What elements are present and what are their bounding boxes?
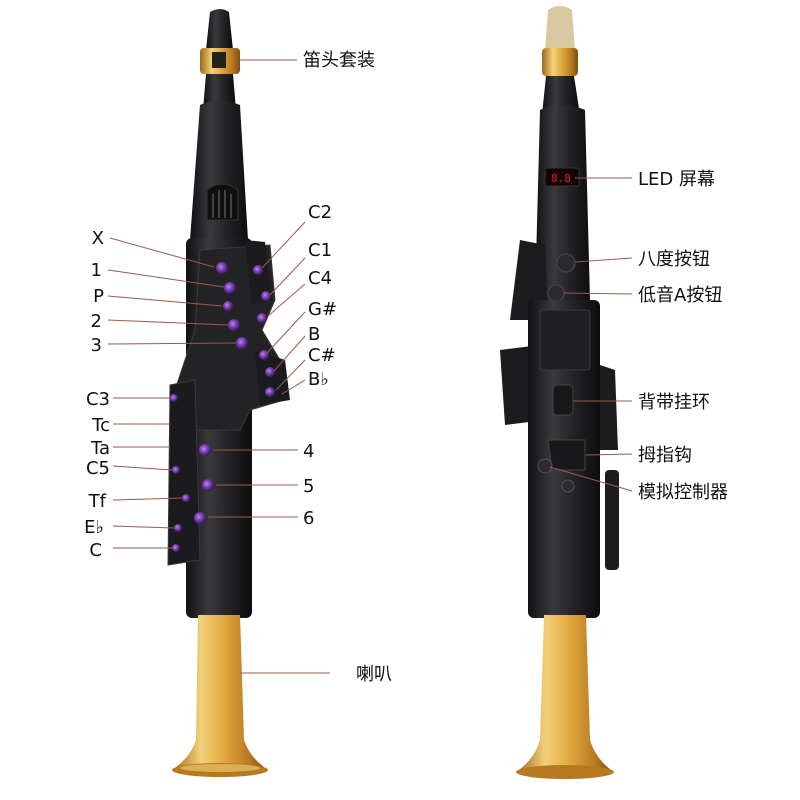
label-c: C	[89, 540, 102, 561]
label-mouthpiece-set: 笛头套装	[303, 50, 375, 71]
back-analog-controller	[537, 458, 553, 474]
back-mouthpiece	[545, 6, 575, 50]
label-b: B	[308, 324, 320, 345]
label-3: 3	[91, 335, 102, 356]
front-saxophone	[167, 9, 290, 777]
front-bell	[172, 615, 268, 770]
label-c5: C5	[86, 458, 110, 479]
front-mouthpiece	[206, 9, 233, 50]
front-key-accents	[170, 262, 275, 552]
label-gsharp: G#	[308, 299, 337, 320]
label-1: 1	[91, 260, 102, 281]
label-led-screen: LED 屏幕	[638, 169, 715, 190]
label-c3: C3	[86, 389, 110, 410]
back-low-a-button	[547, 284, 565, 302]
label-c1: C1	[308, 240, 332, 261]
label-4: 4	[303, 441, 314, 462]
label-strap-ring: 背带挂环	[638, 392, 710, 413]
label-thumb-hook: 拇指钩	[638, 445, 692, 466]
label-octave-button: 八度按钮	[638, 249, 710, 270]
front-left-labels: X 1 P 2 3 C3 Tc Ta C5 Tf E♭ C	[84, 228, 110, 561]
back-thumb-hook	[547, 439, 586, 471]
label-6: 6	[303, 508, 314, 529]
label-bell: 喇叭	[356, 664, 392, 685]
label-x: X	[92, 228, 104, 249]
label-ta: Ta	[90, 438, 110, 459]
back-upper-body	[535, 105, 590, 300]
back-saxophone: 8.8	[500, 6, 619, 779]
label-2: 2	[91, 311, 102, 332]
label-bflat: B♭	[308, 369, 329, 390]
label-tc: Tc	[91, 415, 110, 436]
label-eb: E♭	[84, 517, 104, 538]
svg-text:8.8: 8.8	[551, 172, 571, 185]
back-octave-button	[556, 253, 576, 273]
front-right-labels: 笛头套装 C2 C1 C4 G# B C# B♭ 4 5 6 喇叭	[303, 50, 392, 685]
back-ligature	[542, 48, 578, 76]
label-csharp: C#	[308, 345, 336, 366]
label-analog-controller: 模拟控制器	[638, 482, 728, 503]
label-tf: Tf	[88, 491, 107, 512]
back-labels: LED 屏幕 八度按钮 低音A按钮 背带挂环 拇指钩 模拟控制器	[638, 169, 728, 503]
label-c2: C2	[308, 202, 332, 223]
label-low-a-button: 低音A按钮	[638, 285, 722, 306]
label-p: P	[93, 286, 104, 307]
leader-lines	[107, 59, 633, 674]
label-c4: C4	[308, 268, 332, 289]
label-5: 5	[303, 476, 314, 497]
back-strap-ring	[552, 384, 574, 416]
back-led-screen	[544, 167, 580, 187]
back-bell	[516, 615, 614, 772]
